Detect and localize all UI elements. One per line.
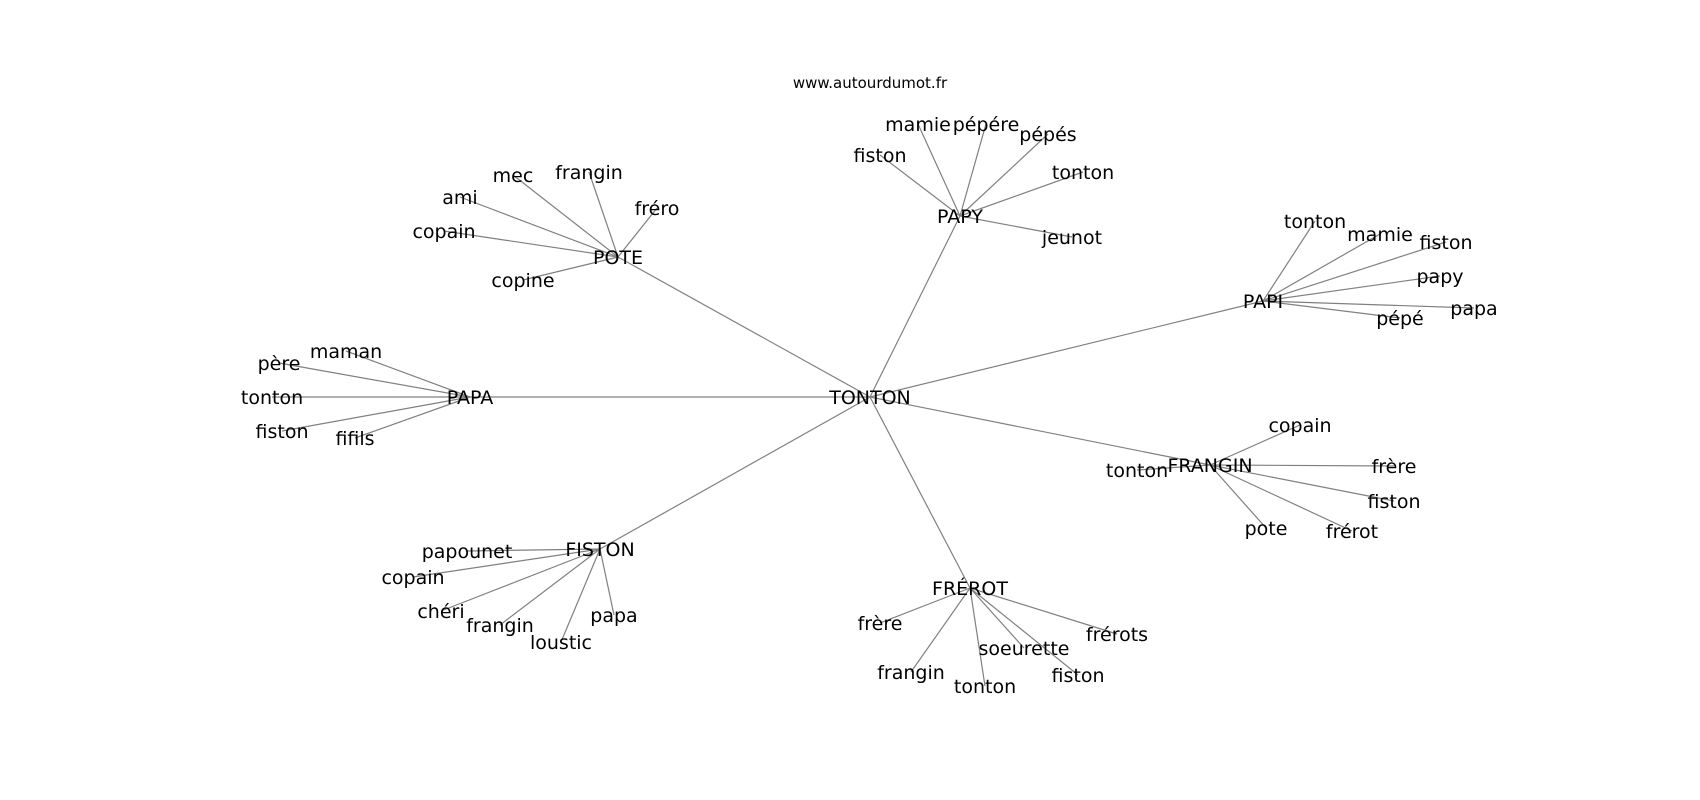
website-label: www.autourdumot.fr <box>793 74 948 92</box>
edge-pote-leaf <box>459 196 619 258</box>
root-node-label: TONTON <box>828 387 911 409</box>
hub-node-label: PAPI <box>1243 291 1283 313</box>
edge-frangin-leaf <box>1209 424 1301 466</box>
edge-frangin-leaf <box>1209 464 1267 529</box>
leaf-node-label: pote <box>1245 518 1288 540</box>
edge-fiston-leaf <box>560 548 601 643</box>
edge-papa-leaf <box>278 362 471 398</box>
edge-pote-leaf <box>522 256 619 281</box>
leaf-node-label: mamie <box>885 114 951 136</box>
leaf-node-label: fréro <box>635 198 680 220</box>
edge-papi-leaf <box>1262 233 1381 302</box>
edge-papi-leaf <box>1262 300 1401 319</box>
edge-papi-leaf <box>1262 220 1316 302</box>
edge-frangin-leaf <box>1136 464 1211 471</box>
graph-edges <box>272 123 1475 687</box>
leaf-node-label: frangin <box>877 662 945 684</box>
leaf-node-label: mec <box>493 165 534 187</box>
leaf-node-label: frangin <box>555 162 623 184</box>
leaf-node-label: papa <box>1450 298 1497 320</box>
edge-papy-leaf <box>959 171 1084 217</box>
leaf-node-label: soeurette <box>979 638 1070 660</box>
leaf-node-label: pépé <box>1376 308 1424 330</box>
edge-pote-leaf <box>443 230 619 258</box>
edge-frerot-leaf <box>879 587 971 624</box>
leaf-node-label: fiston <box>256 421 309 443</box>
edge-papy-leaf <box>959 215 1073 238</box>
edge-fiston-leaf <box>599 548 615 616</box>
leaf-node-label: tonton <box>1284 211 1346 233</box>
edge-root-pote <box>617 256 871 398</box>
edge-papi-leaf <box>1262 300 1475 309</box>
leaf-node-label: fiston <box>854 145 907 167</box>
leaf-node-label: fifils <box>335 428 374 450</box>
edge-root-papy <box>869 215 961 398</box>
edge-root-frerot <box>869 396 971 589</box>
leaf-node-label: tonton <box>241 387 303 409</box>
edge-papa-leaf <box>345 350 471 398</box>
leaf-node-label: tonton <box>1052 162 1114 184</box>
edge-papa-leaf <box>281 396 471 432</box>
edge-frerot-leaf <box>969 587 986 687</box>
leaf-node-label: papounet <box>422 541 513 563</box>
leaf-node-label: copain <box>1268 415 1331 437</box>
edge-fiston-leaf <box>466 548 601 552</box>
leaf-node-label: maman <box>310 341 382 363</box>
leaf-node-label: frangin <box>466 615 534 637</box>
edge-root-papi <box>869 300 1264 398</box>
edge-frerot-leaf <box>910 587 971 673</box>
edge-root-fiston <box>599 396 871 550</box>
hub-node-label: FRANGIN <box>1167 455 1252 477</box>
edge-papi-leaf <box>1262 241 1447 302</box>
leaf-node-label: fiston <box>1420 232 1473 254</box>
edge-papa-leaf <box>354 396 471 439</box>
edge-frerot-leaf <box>969 587 1079 676</box>
edge-pote-leaf <box>588 171 619 258</box>
hub-node-label: POTE <box>593 247 643 269</box>
leaf-node-label: loustic <box>530 632 592 654</box>
leaf-node-label: frérot <box>1326 521 1378 543</box>
leaf-node-label: frère <box>1372 456 1417 478</box>
leaf-node-label: frérots <box>1086 624 1148 646</box>
edge-frangin-leaf <box>1209 464 1353 532</box>
leaf-node-label: ami <box>442 187 477 209</box>
hub-node-label: FRÉROT <box>932 577 1008 600</box>
leaf-node-label: papa <box>590 605 637 627</box>
edge-frerot-leaf <box>969 587 1118 635</box>
edge-papy-leaf <box>917 123 961 217</box>
edge-papy-leaf <box>879 154 961 217</box>
edge-papy-leaf <box>959 133 1049 217</box>
leaf-node-label: fiston <box>1368 491 1421 513</box>
edge-fiston-leaf <box>412 548 601 578</box>
hub-node-label: PAPY <box>937 206 983 228</box>
edge-fiston-leaf <box>499 548 601 626</box>
edge-root-frangin <box>869 396 1211 466</box>
edge-pote-leaf <box>617 207 658 258</box>
edge-pote-leaf <box>512 174 619 258</box>
leaf-node-label: copain <box>381 567 444 589</box>
leaf-node-label: chéri <box>417 601 464 623</box>
edge-frangin-leaf <box>1209 464 1395 502</box>
leaf-node-label: tonton <box>954 676 1016 698</box>
edge-frerot-leaf <box>969 587 1025 649</box>
edge-fiston-leaf <box>440 548 601 612</box>
edge-papy-leaf <box>959 123 987 217</box>
leaf-node-label: copain <box>412 221 475 243</box>
leaf-node-label: pépés <box>1019 124 1076 146</box>
edge-frangin-leaf <box>1209 464 1395 467</box>
leaf-node-label: père <box>258 353 301 375</box>
edge-papi-leaf <box>1262 275 1441 302</box>
leaf-node-label: jeunot <box>1041 227 1102 249</box>
leaf-node-label: mamie <box>1347 224 1413 246</box>
leaf-node-label: tonton <box>1106 460 1168 482</box>
leaf-node-label: copine <box>491 270 554 292</box>
leaf-node-label: frère <box>858 613 903 635</box>
leaf-node-label: papy <box>1416 266 1463 288</box>
hub-node-label: PAPA <box>447 387 493 409</box>
leaf-node-label: fiston <box>1052 665 1105 687</box>
leaf-node-label: pépére <box>953 114 1020 136</box>
hub-node-label: FISTON <box>565 539 634 561</box>
